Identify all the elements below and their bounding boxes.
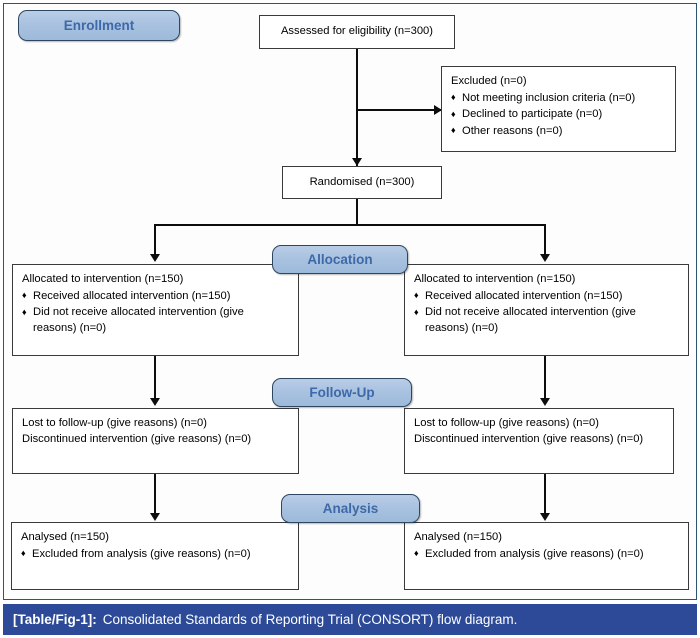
box-randomised: Randomised (n=300) bbox=[282, 166, 442, 199]
allocation-right-item-text: Did not receive allocated intervention (… bbox=[425, 306, 636, 335]
arrow-assessed-to-randomised bbox=[352, 158, 362, 166]
diamond-bullet-icon: ♦ bbox=[414, 290, 419, 301]
stage-badge-allocation-label: Allocation bbox=[307, 252, 373, 267]
arrow-to-allocation-right bbox=[540, 254, 550, 262]
excluded-reason-text: Other reasons (n=0) bbox=[462, 124, 563, 137]
analysis-left-title: Analysed (n=150) bbox=[21, 531, 110, 543]
connector-allocation-right-to-followup bbox=[544, 356, 546, 400]
diamond-bullet-icon: ♦ bbox=[451, 125, 456, 136]
analysis-right-item-text: Excluded from analysis (give reasons) (n… bbox=[425, 547, 644, 560]
arrow-to-analysis-left bbox=[150, 513, 160, 521]
figure-caption-bar: [Table/Fig-1]: Consolidated Standards of… bbox=[3, 604, 697, 635]
connector-followup-right-to-analysis bbox=[544, 474, 546, 516]
list-item: ♦ Other reasons (n=0) bbox=[451, 124, 666, 140]
box-allocation-left: Allocated to intervention (n=150) ♦ Rece… bbox=[12, 264, 299, 356]
excluded-reason-text: Not meeting inclusion criteria (n=0) bbox=[462, 91, 636, 104]
list-item: ♦ Did not receive allocated intervention… bbox=[414, 305, 679, 337]
list-item: ♦ Not meeting inclusion criteria (n=0) bbox=[451, 91, 666, 107]
figure-caption-label: [Table/Fig-1]: bbox=[13, 612, 97, 627]
stage-badge-followup-label: Follow-Up bbox=[309, 385, 375, 400]
allocation-left-item-text: Did not receive allocated intervention (… bbox=[33, 306, 244, 335]
excluded-reasons-list: ♦ Not meeting inclusion criteria (n=0) ♦… bbox=[451, 91, 666, 140]
analysis-right-list: ♦ Excluded from analysis (give reasons) … bbox=[414, 547, 679, 563]
stage-badge-analysis-label: Analysis bbox=[322, 501, 379, 516]
followup-left-line: Discontinued intervention (give reasons)… bbox=[22, 432, 252, 445]
list-item: ♦ Did not receive allocated intervention… bbox=[22, 305, 289, 337]
box-assessed-for-eligibility: Assessed for eligibility (n=300) bbox=[259, 15, 455, 49]
assessed-for-eligibility-text: Assessed for eligibility (n=300) bbox=[280, 25, 434, 38]
figure-caption-text: Consolidated Standards of Reporting Tria… bbox=[102, 612, 518, 627]
allocation-right-title: Allocated to intervention (n=150) bbox=[414, 273, 576, 285]
connector-to-excluded bbox=[356, 109, 441, 111]
connector-split-right-down bbox=[544, 224, 546, 256]
analysis-left-item-text: Excluded from analysis (give reasons) (n… bbox=[32, 547, 251, 560]
connector-split-horizontal bbox=[154, 224, 546, 226]
stage-badge-enrollment: Enrollment bbox=[18, 10, 180, 41]
arrow-to-analysis-right bbox=[540, 513, 550, 521]
list-item: ♦ Received allocated intervention (n=150… bbox=[22, 289, 289, 305]
box-followup-left: Lost to follow-up (give reasons) (n=0) D… bbox=[12, 408, 299, 474]
arrow-to-followup-left bbox=[150, 398, 160, 406]
list-item: ♦ Excluded from analysis (give reasons) … bbox=[414, 547, 679, 563]
allocation-left-title: Allocated to intervention (n=150) bbox=[22, 273, 184, 285]
connector-split-left-down bbox=[154, 224, 156, 256]
followup-left-line: Lost to follow-up (give reasons) (n=0) bbox=[22, 417, 207, 429]
diamond-bullet-icon: ♦ bbox=[22, 306, 27, 317]
diamond-bullet-icon: ♦ bbox=[451, 108, 456, 119]
excluded-title: Excluded (n=0) bbox=[451, 75, 527, 87]
connector-randomised-down bbox=[356, 199, 358, 225]
followup-right-line: Discontinued intervention (give reasons)… bbox=[414, 432, 644, 445]
box-analysis-right: Analysed (n=150) ♦ Excluded from analysi… bbox=[404, 522, 689, 590]
box-excluded: Excluded (n=0) ♦ Not meeting inclusion c… bbox=[441, 66, 676, 152]
list-item: ♦ Received allocated intervention (n=150… bbox=[414, 289, 679, 305]
arrow-to-allocation-left bbox=[150, 254, 160, 262]
connector-followup-left-to-analysis bbox=[154, 474, 156, 516]
diamond-bullet-icon: ♦ bbox=[22, 290, 27, 301]
list-item: ♦ Excluded from analysis (give reasons) … bbox=[21, 547, 289, 563]
diamond-bullet-icon: ♦ bbox=[414, 548, 419, 559]
diamond-bullet-icon: ♦ bbox=[21, 548, 26, 559]
analysis-right-title: Analysed (n=150) bbox=[414, 531, 503, 543]
arrow-to-excluded bbox=[434, 105, 442, 115]
analysis-left-list: ♦ Excluded from analysis (give reasons) … bbox=[21, 547, 289, 563]
list-item: ♦ Declined to participate (n=0) bbox=[451, 107, 666, 123]
allocation-left-item-text: Received allocated intervention (n=150) bbox=[33, 289, 231, 302]
arrow-to-followup-right bbox=[540, 398, 550, 406]
allocation-right-item-text: Received allocated intervention (n=150) bbox=[425, 289, 623, 302]
stage-badge-enrollment-label: Enrollment bbox=[63, 18, 135, 33]
allocation-left-list: ♦ Received allocated intervention (n=150… bbox=[22, 289, 289, 337]
box-analysis-left: Analysed (n=150) ♦ Excluded from analysi… bbox=[11, 522, 299, 590]
diamond-bullet-icon: ♦ bbox=[451, 92, 456, 103]
stage-badge-analysis: Analysis bbox=[281, 494, 420, 523]
followup-right-line: Lost to follow-up (give reasons) (n=0) bbox=[414, 417, 599, 429]
box-followup-right: Lost to follow-up (give reasons) (n=0) D… bbox=[404, 408, 674, 474]
connector-allocation-left-to-followup bbox=[154, 356, 156, 400]
allocation-right-list: ♦ Received allocated intervention (n=150… bbox=[414, 289, 679, 337]
randomised-text: Randomised (n=300) bbox=[309, 175, 415, 188]
stage-badge-followup: Follow-Up bbox=[272, 378, 412, 407]
stage-badge-allocation: Allocation bbox=[272, 245, 408, 274]
diamond-bullet-icon: ♦ bbox=[414, 306, 419, 317]
excluded-reason-text: Declined to participate (n=0) bbox=[462, 108, 603, 121]
box-allocation-right: Allocated to intervention (n=150) ♦ Rece… bbox=[404, 264, 689, 356]
connector-assessed-to-randomised bbox=[356, 49, 358, 166]
